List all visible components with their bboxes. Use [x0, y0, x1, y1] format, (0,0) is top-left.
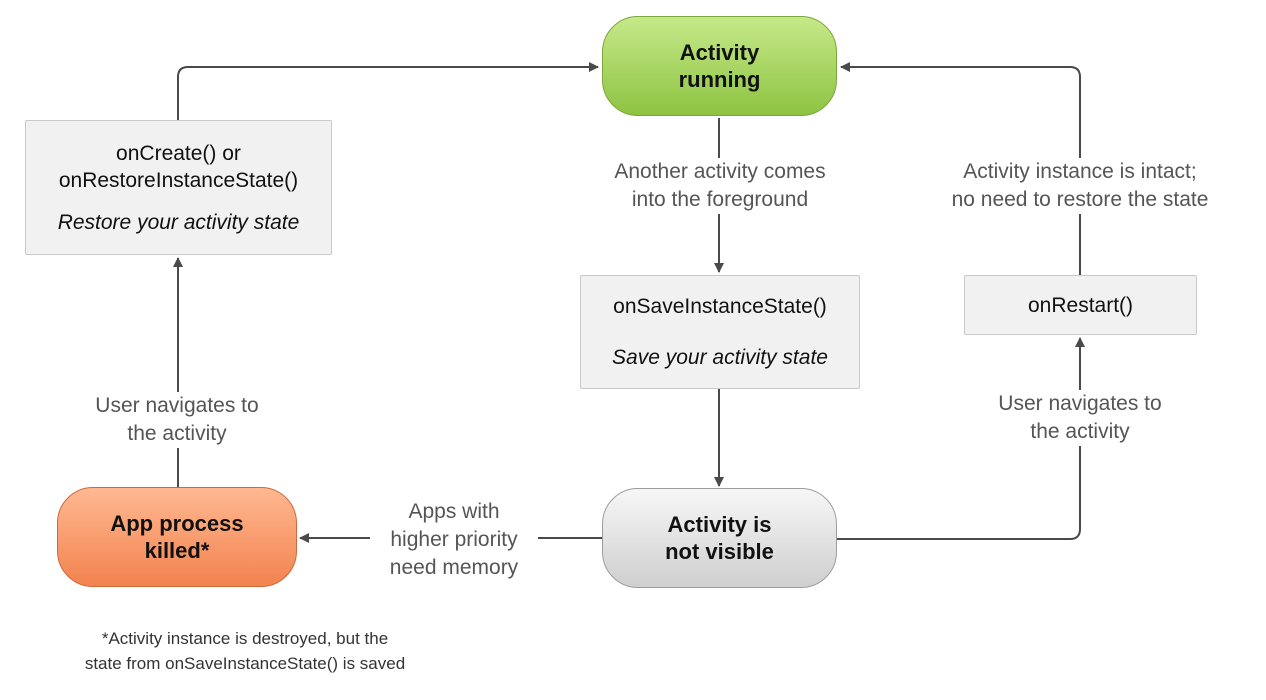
- app-process-killed-line1: App process: [110, 511, 244, 536]
- arrow-onrestart-to-running: [840, 62, 1081, 275]
- edge-label-apps-priority-line3: need memory: [389, 556, 519, 579]
- onsave-line1: onSaveInstanceState(): [613, 295, 827, 318]
- edge-label-apps-priority-line2: higher priority: [390, 528, 518, 551]
- activity-not-visible-line2: not visible: [665, 539, 774, 564]
- edge-label-another-activity-line1: Another activity comes: [614, 160, 826, 183]
- edge-label-another-activity: Another activity comes into the foregrou…: [586, 158, 854, 214]
- app-process-killed-state: App process killed*: [57, 487, 297, 587]
- edge-label-user-navigates-right-line1: User navigates to: [998, 392, 1162, 415]
- edge-label-instance-intact: Activity instance is intact; no need to …: [930, 158, 1230, 214]
- oncreate-line1: onCreate() or: [116, 141, 241, 165]
- activity-running-line2: running: [678, 67, 761, 92]
- arrow-oncreate-to-running: [177, 62, 599, 120]
- footnote: *Activity instance is destroyed, but the…: [30, 626, 460, 676]
- oncreate-line2: onRestoreInstanceState(): [58, 168, 299, 192]
- edge-label-user-navigates-right: User navigates to the activity: [968, 390, 1192, 446]
- onsave-description: Save your activity state: [612, 346, 828, 369]
- arrow-not-visible-to-onrestart: [837, 337, 1085, 540]
- edge-label-instance-intact-line2: no need to restore the state: [951, 188, 1209, 211]
- edge-label-user-navigates-right-line2: the activity: [1030, 420, 1130, 443]
- oncreate-description: Restore your activity state: [57, 210, 300, 234]
- footnote-line2: state from onSaveInstanceState() is save…: [84, 654, 406, 673]
- onrestart-method-box: onRestart(): [964, 275, 1197, 335]
- edge-label-instance-intact-line1: Activity instance is intact;: [963, 160, 1197, 183]
- edge-label-another-activity-line2: into the foreground: [631, 188, 809, 211]
- activity-not-visible-line1: Activity is: [667, 512, 772, 537]
- app-process-killed-line2: killed*: [144, 538, 210, 563]
- edge-label-user-navigates-left-line2: the activity: [127, 422, 227, 445]
- activity-running-state: Activity running: [602, 16, 837, 116]
- activity-not-visible-state: Activity is not visible: [602, 488, 837, 588]
- edge-label-user-navigates-left-line1: User navigates to: [95, 394, 259, 417]
- activity-running-line1: Activity: [679, 40, 760, 65]
- edge-label-user-navigates-left: User navigates to the activity: [63, 392, 291, 448]
- edge-label-apps-priority-line1: Apps with: [408, 500, 500, 523]
- footnote-line1: *Activity instance is destroyed, but the: [101, 629, 389, 648]
- oncreate-method-box: onCreate() or onRestoreInstanceState() R…: [25, 120, 332, 255]
- edge-label-apps-priority: Apps with higher priority need memory: [370, 498, 538, 582]
- onrestart-line1: onRestart(): [1027, 293, 1134, 317]
- onsaveinstancestate-method-box: onSaveInstanceState() Save your activity…: [580, 275, 860, 389]
